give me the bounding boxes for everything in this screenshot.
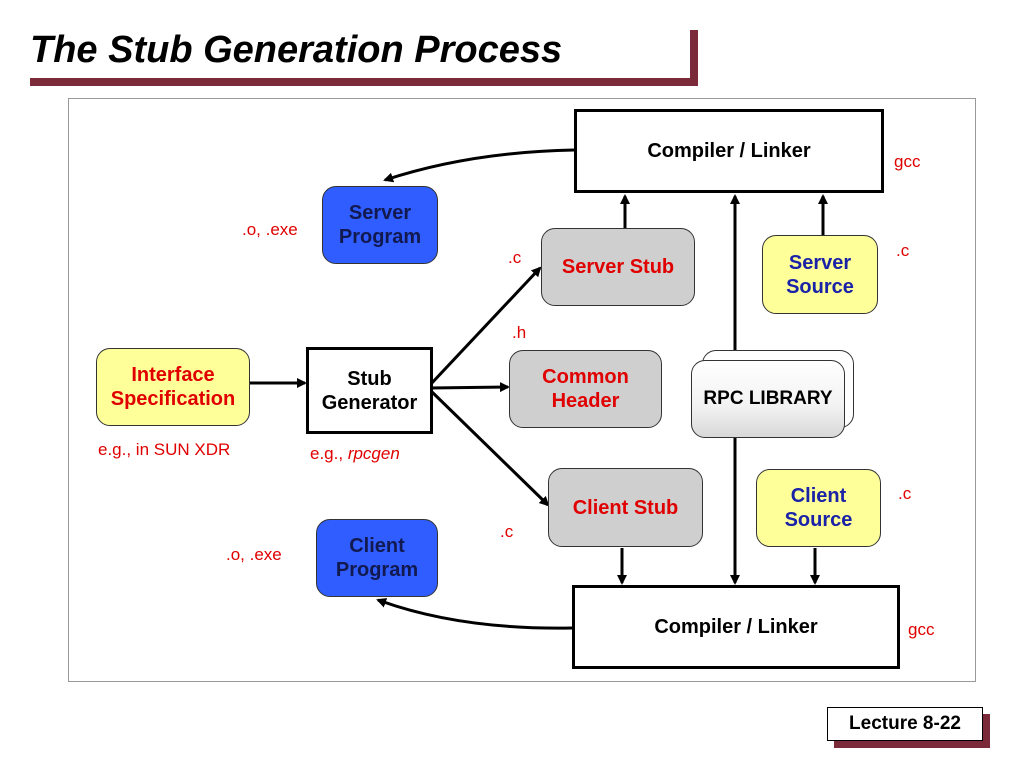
title-block: The Stub Generation Process — [22, 22, 698, 86]
gcc-top-label: gcc — [894, 152, 921, 171]
arrow-stubgen-to-common-header — [429, 382, 510, 393]
arrow-compiler-to-server-program — [383, 148, 575, 183]
h-common-label: .h — [512, 323, 527, 342]
server-program-label: Server Program — [338, 202, 422, 248]
client-source-box: Client Source — [756, 469, 881, 547]
server-source-label: Server Source — [786, 251, 854, 298]
interface-specification-box: Interface Specification — [96, 348, 250, 426]
rpcgen-text: rpcgen — [347, 444, 400, 463]
compiler-linker-top-label: Compiler / Linker — [647, 140, 811, 162]
common-header-box: Common Header — [509, 350, 662, 428]
client-program-box: Client Program — [316, 519, 438, 597]
o-exe-top-label: .o, .exe — [242, 220, 298, 239]
gcc-bottom-label: gcc — [908, 620, 935, 639]
c-server-stub-label: .c — [508, 248, 522, 267]
stub-generator-label: Stub Generator — [321, 367, 418, 414]
arrow-stubgen-to-server-stub — [428, 266, 542, 387]
server-stub-label: Server Stub — [561, 256, 675, 278]
page-title: The Stub Generation Process — [22, 22, 690, 78]
client-stub-box: Client Stub — [548, 468, 703, 547]
common-header-label: Common Header — [542, 366, 629, 412]
compiler-linker-top: Compiler / Linker — [574, 109, 884, 193]
rpc-library-label: RPC LIBRARY — [703, 388, 833, 409]
server-stub-box: Server Stub — [541, 228, 695, 306]
interface-specification-label: Interface Specification — [110, 364, 236, 410]
lecture-label: Lecture 8-22 — [849, 713, 961, 734]
rpc-library-box: RPC LIBRARY — [691, 360, 845, 438]
stub-generator-box: Stub Generator — [306, 347, 433, 434]
c-client-source-label: .c — [898, 484, 912, 503]
lecture-badge: Lecture 8-22 — [827, 707, 983, 741]
compiler-linker-bottom-label: Compiler / Linker — [654, 616, 818, 638]
o-exe-bottom-label: .o, .exe — [226, 545, 282, 564]
diagram-panel — [68, 98, 976, 682]
arrow-stubgen-to-client-stub — [428, 388, 550, 507]
eg-prefix-text: e.g., — [310, 444, 348, 463]
eg-sun-xdr-label: e.g., in SUN XDR — [98, 440, 231, 459]
c-server-source-label: .c — [896, 241, 910, 260]
compiler-linker-bottom: Compiler / Linker — [572, 585, 900, 669]
client-program-label: Client Program — [335, 535, 419, 581]
client-stub-label: Client Stub — [572, 496, 679, 519]
c-client-stub-label: .c — [500, 522, 514, 541]
arrow-compiler-to-client-program — [376, 598, 573, 630]
server-source-box: Server Source — [762, 235, 878, 314]
client-source-label: Client Source — [784, 485, 853, 531]
server-program-box: Server Program — [322, 186, 438, 264]
eg-rpcgen-label: e.g., rpcgen — [310, 444, 400, 464]
